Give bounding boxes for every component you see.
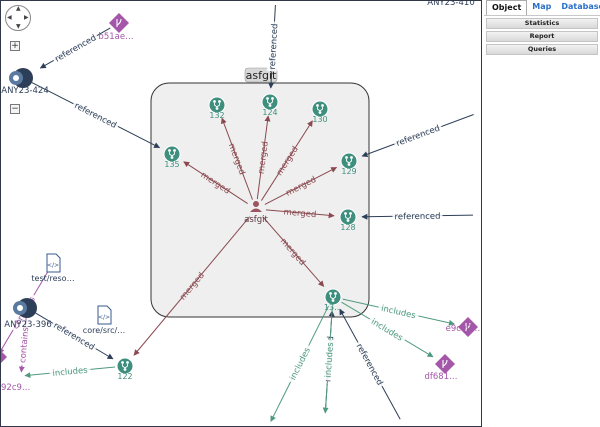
commit-label-c132: 132	[209, 111, 224, 120]
file-label-f2: core/src/…	[83, 326, 125, 335]
commit-label-c130: 130	[312, 115, 327, 124]
branch-node-b51[interactable]: b51ae…	[98, 13, 134, 42]
merged-edge-c128[interactable]: merged	[265, 206, 335, 220]
hub-label: asfgit	[244, 215, 268, 225]
tab-database[interactable]: Database	[561, 2, 600, 11]
includes-edge-a-label: includes	[52, 366, 89, 379]
code-file-icon: </>	[46, 253, 61, 273]
git-merge-icon	[266, 97, 274, 107]
git-merge-icon	[213, 100, 221, 110]
commit-label-c124: 124	[262, 108, 277, 117]
branch-node-bdf[interactable]: df681…	[424, 354, 458, 382]
commit-node-c132[interactable]: 132	[208, 96, 226, 120]
svg-text:</>: </>	[47, 262, 59, 269]
commit-label-c135: 135	[164, 160, 179, 169]
pull-request-label-p424: ANY23-424	[1, 86, 48, 96]
commit-node-c129[interactable]: 129	[340, 152, 358, 176]
commit-node-c130[interactable]: 130	[311, 100, 329, 124]
zoom-out-button[interactable]: −	[10, 104, 20, 114]
branch-label-be9: e9c00…	[446, 324, 481, 334]
git-branch-icon	[435, 354, 455, 374]
code-file-icon: </>	[97, 305, 112, 325]
git-merge-icon	[345, 156, 353, 166]
commit-node-c128[interactable]: 128	[339, 208, 357, 232]
contains-edge-396[interactable]: contains	[16, 317, 31, 373]
commit-label-c122: 122	[117, 372, 132, 381]
contains-edge-396-label: contains	[18, 326, 31, 363]
referenced-edge-424[interactable]: referenced	[31, 82, 161, 149]
user-node-hub[interactable]: asfgit	[244, 201, 269, 225]
file-label-f1: test/reso…	[31, 274, 74, 283]
includes-edge-df-label: includes	[369, 317, 405, 344]
referenced-edge-b51-label: referenced	[53, 33, 98, 65]
git-merge-icon	[344, 212, 352, 222]
branch-node-b69[interactable]: 692c9…	[1, 347, 30, 393]
group-label: asfgit	[246, 69, 277, 82]
referenced-edge-h-label: referenced	[394, 212, 440, 223]
pan-right-icon[interactable]: ▶	[24, 14, 29, 21]
merged-edge-c124[interactable]: merged	[256, 115, 271, 200]
tab-object[interactable]: Object	[486, 0, 528, 15]
includes-edge-d[interactable]: includes	[270, 305, 329, 422]
file-node-f1[interactable]: </> test/reso…	[31, 253, 75, 283]
group-label-bg	[244, 67, 278, 83]
referenced-edge-h[interactable]: referenced	[361, 210, 474, 223]
pull-request-icon	[13, 298, 37, 318]
commit-node-c124[interactable]: 124	[261, 93, 279, 117]
sidebar-tabs: Object Map Database Se	[484, 0, 600, 16]
commit-node-c135[interactable]: 135	[163, 145, 181, 169]
includes-edge-a[interactable]: includes	[24, 364, 116, 379]
includes-edge-d-label: includes	[288, 346, 313, 382]
user-icon	[250, 201, 262, 212]
pull-request-node-p424[interactable]: ANY23-424	[1, 68, 49, 96]
section-statistics[interactable]: Statistics	[486, 18, 598, 29]
referenced-edge-g-label: referenced	[395, 124, 442, 149]
commit-label-c128: 128	[340, 223, 355, 232]
includes-edge-c2[interactable]: includes	[322, 306, 336, 414]
branch-label-b51: b51ae…	[98, 32, 133, 42]
git-merge-icon	[121, 361, 129, 371]
tab-map[interactable]: Map	[532, 2, 552, 11]
git-branch-icon	[1, 351, 7, 363]
file-node-f2[interactable]: </> core/src/…	[83, 305, 125, 335]
git-branch-icon	[109, 13, 129, 33]
referenced-edge-410-label: referenced	[268, 23, 281, 69]
git-branch-icon	[458, 317, 478, 337]
pull-request-icon	[9, 68, 33, 88]
includes-edge-c2-label: includes	[324, 342, 336, 378]
commit-label-c129: 129	[341, 167, 356, 176]
zoom-in-button[interactable]: +	[10, 41, 20, 51]
commit-node-c13x[interactable]: 13…	[324, 288, 342, 312]
svg-text:</>: </>	[98, 314, 110, 321]
pan-left-icon[interactable]: ◀	[7, 14, 12, 21]
branch-node-be9[interactable]: e9c00…	[446, 317, 481, 337]
commit-node-c122[interactable]: 122	[116, 357, 134, 381]
pan-control[interactable]: ▲ ▼ ◀ ▶	[5, 5, 31, 31]
commit-label-c13x: 13…	[324, 303, 342, 312]
branch-label-bdf: df681…	[424, 372, 457, 382]
referenced-edge-410[interactable]: referenced	[266, 4, 281, 89]
sidebar: Object Map Database Se Statistics Report…	[484, 0, 600, 427]
pull-request-node-p396[interactable]: ANY23-396	[4, 298, 52, 330]
referenced-edge-e-label: referenced	[354, 342, 385, 387]
group-box[interactable]	[150, 82, 370, 318]
pan-down-icon[interactable]: ▼	[16, 23, 21, 30]
pan-up-icon[interactable]: ▲	[16, 5, 21, 12]
git-merge-icon	[168, 149, 176, 159]
section-report[interactable]: Report	[486, 31, 598, 42]
referenced-edge-424-label: referenced	[73, 101, 119, 131]
referenced-edge-g[interactable]: referenced	[361, 114, 474, 158]
merged-edge-c128-label: merged	[283, 207, 317, 220]
pull-request-label-p410: ANY23-410	[427, 1, 474, 8]
section-queries[interactable]: Queries	[486, 44, 598, 55]
git-merge-icon	[316, 104, 324, 114]
merged-edge-c124-label: merged	[257, 141, 271, 175]
branch-label-b69: 692c9…	[1, 383, 30, 393]
git-merge-icon	[329, 292, 337, 302]
pull-request-label-p396: ANY23-396	[4, 320, 51, 330]
